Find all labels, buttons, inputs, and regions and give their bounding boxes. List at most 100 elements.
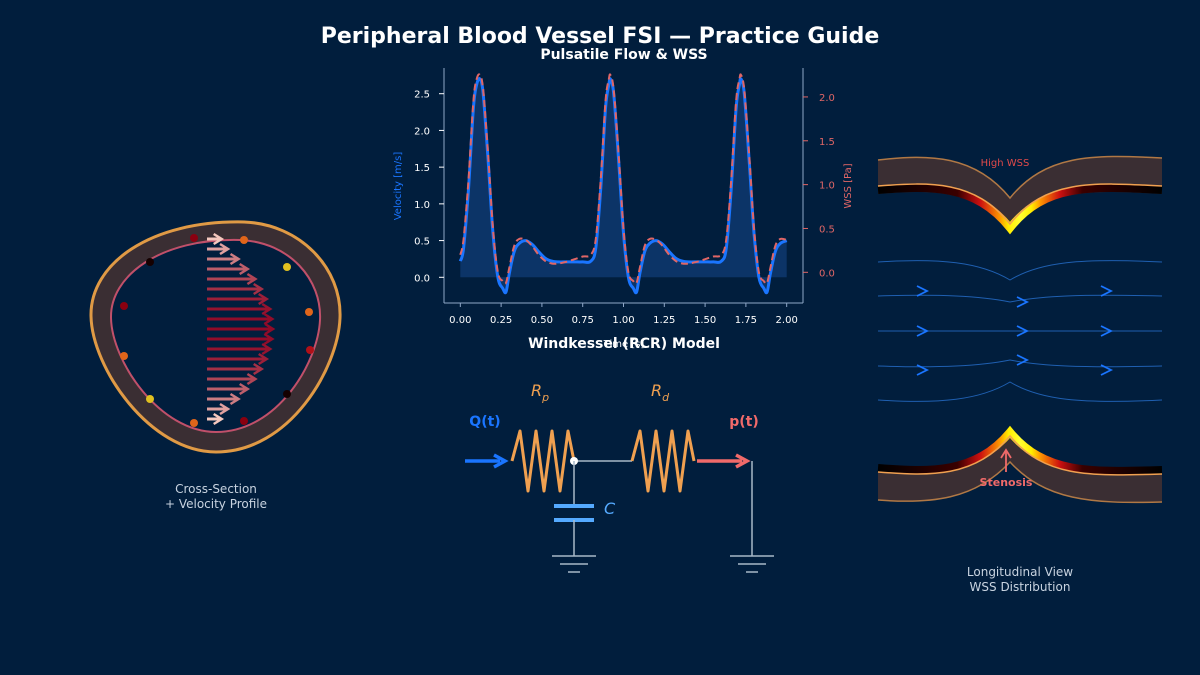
ground-symbol-outflow [730, 555, 774, 573]
lower-wall-outer-edge [877, 460, 1163, 504]
chart-y2-axis-label: WSS [Pa] [843, 163, 854, 208]
longitudinal-caption-line2: WSS Distribution [970, 580, 1071, 594]
y2-tick-label: 1.0 [819, 181, 835, 192]
upper-wall-inner-edge [877, 183, 1163, 226]
cross-section-caption-line2: + Velocity Profile [165, 497, 267, 511]
velocity-series-line [458, 77, 788, 295]
profile-arrow-head [229, 392, 241, 406]
wall-marker [240, 417, 248, 425]
flow-arrow [1016, 325, 1030, 337]
x-tick-label: 0.75 [572, 315, 594, 326]
x-tick-label: 0.00 [449, 315, 471, 326]
upper-wall-wss-band [877, 184, 1163, 235]
high-wss-label: High WSS [981, 158, 1030, 169]
y-tick-label: 2.0 [414, 126, 430, 137]
wall-markers [120, 234, 314, 427]
chart-y-axis-label: Velocity [m/s] [393, 152, 404, 221]
profile-arrow-head [213, 412, 225, 426]
chart-y-ticks: 0.00.51.01.52.02.5 [414, 90, 444, 284]
y2-tick-label: 0.0 [819, 268, 835, 279]
streamline [877, 359, 1163, 368]
windkessel-diagram: Windkessel (RCR) Model Q(t) Rp C Rd p(t) [465, 336, 774, 573]
profile-arrow-head [258, 292, 270, 306]
streamline [877, 294, 1163, 303]
cross-section-caption-line1: Cross-Section [175, 482, 257, 496]
y-tick-label: 1.5 [414, 163, 430, 174]
streamline [877, 260, 1163, 281]
flow-arrow [1100, 364, 1114, 376]
upper-wall-outer-edge [877, 155, 1163, 200]
profile-arrow-head [219, 402, 231, 416]
stenosis-pointer-head [1000, 448, 1012, 459]
capacitor-label: C [604, 499, 616, 518]
streamlines [877, 260, 1163, 402]
profile-arrow-head [258, 352, 270, 366]
wall-marker [283, 263, 291, 271]
x-tick-label: 0.25 [490, 315, 512, 326]
longitudinal-caption-line1: Longitudinal View [967, 565, 1073, 579]
rd-resistor [630, 429, 696, 493]
wall-marker [146, 258, 154, 266]
rp-resistor [510, 429, 576, 493]
flow-arrow [1100, 325, 1114, 337]
streamline [877, 381, 1163, 402]
wss-series-line [459, 73, 787, 285]
profile-arrow-head [239, 382, 251, 396]
wall-marker [305, 308, 313, 316]
wall-marker [120, 352, 128, 360]
y-tick-label: 2.5 [414, 90, 430, 101]
wall-marker [146, 395, 154, 403]
profile-arrow-head [246, 372, 258, 386]
wall-marker [240, 236, 248, 244]
wall-marker [190, 419, 198, 427]
y2-tick-label: 1.5 [819, 137, 835, 148]
wall-marker [283, 390, 291, 398]
chart-y2-ticks: 0.0 0.5 1.0 1.5 2.0 [803, 93, 835, 279]
y2-tick-label: 0.5 [819, 224, 835, 235]
profile-arrow-head [263, 332, 275, 346]
profile-arrow-head [229, 252, 241, 266]
main-title: Peripheral Blood Vessel FSI — Practice G… [320, 24, 880, 49]
lower-wall-inner-edge [877, 434, 1163, 476]
longitudinal-panel: High WSS Stenosis Longitudinal View [877, 155, 1163, 594]
stenosis-label: Stenosis [980, 476, 1033, 489]
x-tick-label: 0.50 [531, 315, 553, 326]
flow-arrow [1016, 296, 1030, 308]
windkessel-title: Windkessel (RCR) Model [528, 336, 720, 352]
flow-arrows [916, 285, 1114, 376]
vessel-lumen [109, 238, 322, 434]
flow-arrow [916, 364, 930, 376]
flow-arrow [916, 285, 930, 297]
profile-arrow-head [263, 312, 275, 326]
profile-arrow-head [239, 262, 251, 276]
ground-symbol-capacitor [552, 555, 596, 573]
chart-x-axis-label: Time [s] [603, 339, 645, 350]
x-tick-label: 1.75 [735, 315, 757, 326]
upper-vessel-wall [878, 156, 1162, 232]
velocity-area-fill [460, 78, 787, 293]
profile-arrow-head [246, 272, 258, 286]
profile-arrow-head [213, 232, 225, 246]
wall-marker [190, 234, 198, 242]
outflow-arrow-head [735, 453, 751, 469]
wall-marker [120, 302, 128, 310]
x-tick-label: 1.50 [694, 315, 716, 326]
profile-arrow-head [261, 302, 273, 316]
profile-arrow-head [261, 342, 273, 356]
inflow-arrow-head [493, 453, 509, 469]
flow-arrow [1100, 285, 1114, 297]
x-tick-label: 1.25 [653, 315, 675, 326]
velocity-profile-arrows [207, 232, 276, 426]
x-tick-label: 1.00 [612, 315, 634, 326]
lower-wall-wss-band [877, 425, 1163, 475]
pulsatile-chart: Pulsatile Flow & WSS 0.00 0.25 0.50 0.75 1.0… [393, 47, 854, 350]
chart-title: Pulsatile Flow & WSS [540, 47, 707, 63]
y-tick-label: 0.0 [414, 273, 430, 284]
chart-x-ticks: 0.00 0.25 0.50 0.75 1.00 1.25 1.50 1.75 2.00 [449, 303, 798, 326]
flow-arrow [916, 325, 930, 337]
x-tick-label: 2.00 [776, 315, 798, 326]
wall-marker [306, 346, 314, 354]
profile-arrow-head [219, 242, 231, 256]
y2-tick-label: 2.0 [819, 93, 835, 104]
